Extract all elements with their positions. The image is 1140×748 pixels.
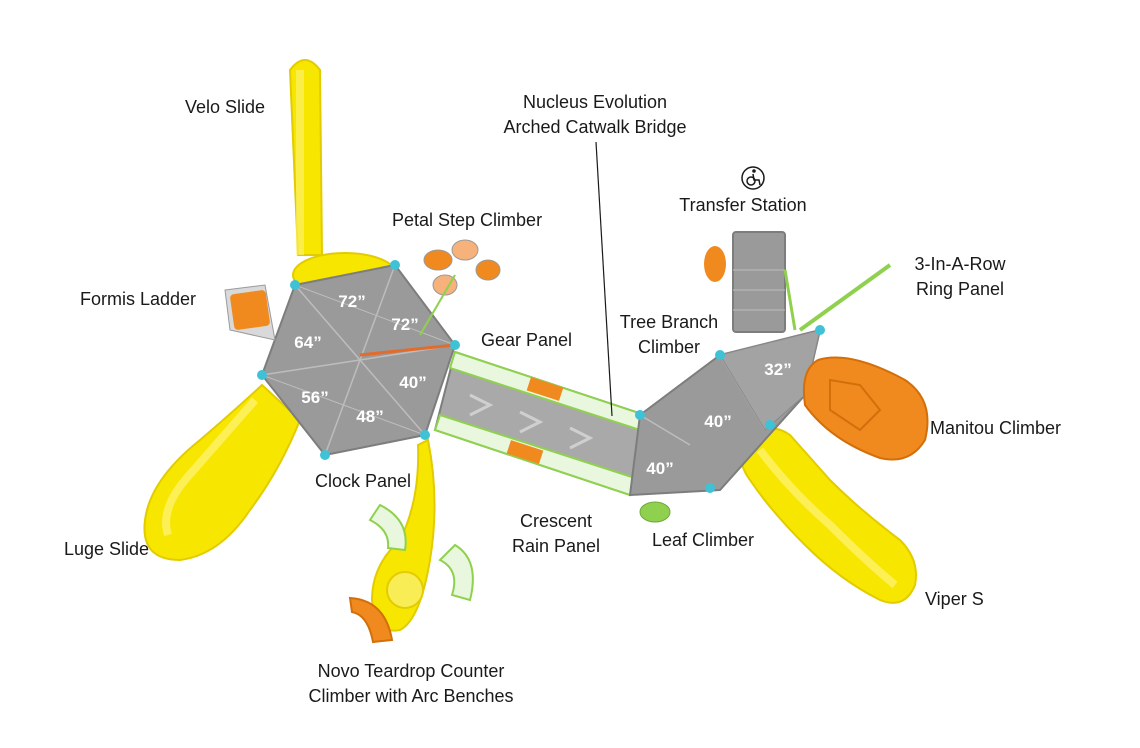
wheelchair-icon	[741, 166, 765, 190]
deck-height-48: 48”	[356, 407, 383, 426]
deck-height-64: 64”	[294, 333, 321, 352]
deck-height-72a: 72”	[338, 292, 365, 311]
petal-step-climber	[419, 239, 501, 336]
label-transfer-station: Transfer Station	[679, 195, 806, 215]
leaf-climber	[639, 501, 671, 523]
label-petal-step-climber: Petal Step Climber	[392, 210, 542, 230]
deck-height-72b: 72”	[391, 315, 418, 334]
formis-ladder	[224, 284, 276, 341]
luge-slide	[143, 383, 302, 562]
transfer-station	[732, 231, 797, 333]
label-manitou-climber: Manitou Climber	[930, 418, 1061, 438]
label-formis-ladder: Formis Ladder	[80, 289, 196, 309]
deck-height-40b: 40”	[704, 412, 731, 431]
label-crescent-line1: Crescent	[520, 511, 592, 531]
deck-height-56: 56”	[301, 388, 328, 407]
label-ring-panel-line2: Ring Panel	[916, 279, 1004, 299]
label-leaf-climber: Leaf Climber	[652, 530, 754, 550]
right-decks: 32” 40” 40”	[628, 325, 825, 497]
deck-height-40c: 40”	[646, 459, 673, 478]
label-clock-panel: Clock Panel	[315, 471, 411, 491]
arc-benches	[348, 503, 474, 644]
catwalk-bridge	[433, 350, 647, 497]
label-velo-slide: Velo Slide	[185, 97, 265, 117]
deck-height-40a: 40”	[399, 373, 426, 392]
label-gear-panel: Gear Panel	[481, 330, 572, 350]
label-luge-slide: Luge Slide	[64, 539, 149, 559]
viper-slide	[740, 427, 917, 604]
label-tree-branch-line2: Climber	[638, 337, 700, 357]
left-hex-deck: 72” 72” 64” 40” 56” 48”	[257, 260, 460, 460]
leader-line	[595, 141, 613, 417]
label-novo-line1: Novo Teardrop Counter	[318, 661, 505, 681]
label-crescent-line2: Rain Panel	[512, 536, 600, 556]
label-novo-line2: Climber with Arc Benches	[308, 686, 513, 706]
velo-slide	[288, 59, 398, 298]
label-tree-branch-line1: Tree Branch	[620, 312, 718, 332]
ring-panel	[798, 263, 892, 332]
deck-height-32: 32”	[764, 360, 791, 379]
orange-accent-panel	[704, 246, 726, 282]
label-nucleus-line2: Arched Catwalk Bridge	[503, 117, 686, 137]
manitou-climber	[802, 356, 929, 461]
label-ring-panel-line1: 3-In-A-Row	[914, 254, 1006, 274]
label-nucleus-line1: Nucleus Evolution	[523, 92, 667, 112]
label-viper: Viper S	[925, 589, 984, 609]
